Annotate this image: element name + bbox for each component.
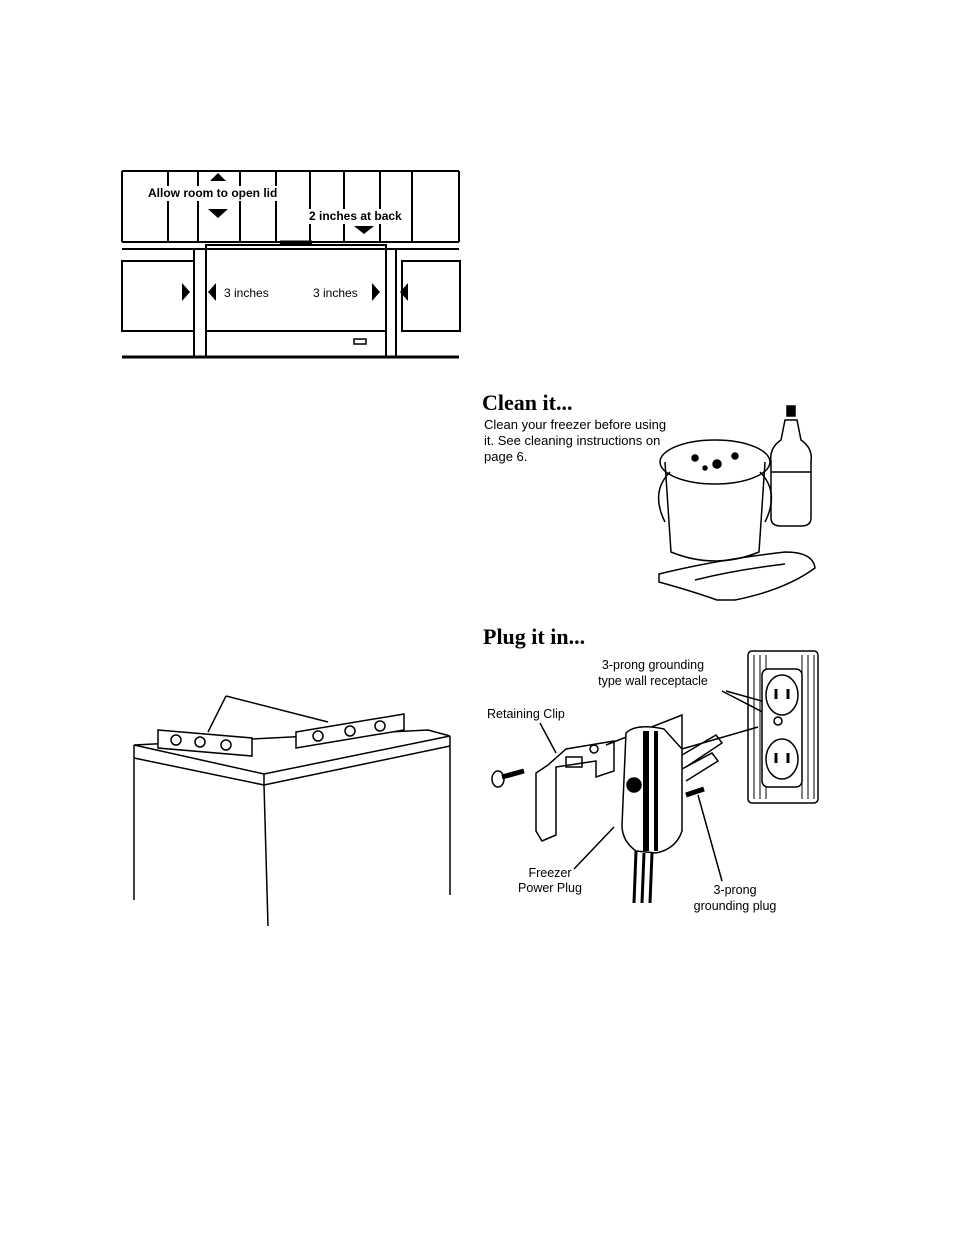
level-figure xyxy=(128,690,458,930)
level-illustration xyxy=(128,690,458,930)
cleaning-figure xyxy=(635,402,835,607)
freezer-spacing-figure: Allow room to open lid 2 inches at back … xyxy=(118,165,463,365)
right-clearance-label: 3 inches xyxy=(313,286,358,301)
clean-heading: Clean it... xyxy=(482,391,572,415)
cleaning-bucket-illustration xyxy=(635,402,835,607)
plug-and-receptacle-illustration xyxy=(486,645,826,905)
back-clearance-label: 2 inches at back xyxy=(309,209,402,224)
plug-figure xyxy=(486,645,826,905)
lid-clearance-label: Allow room to open lid xyxy=(148,186,277,201)
left-clearance-label: 3 inches xyxy=(224,286,269,301)
